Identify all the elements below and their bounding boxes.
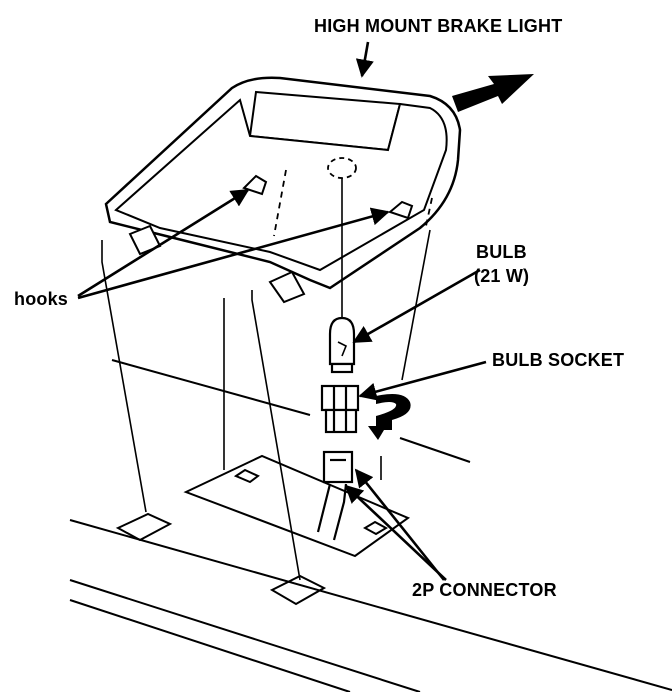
bulb-label: BULB — [476, 242, 527, 262]
hooks-leader-right — [77, 207, 390, 300]
connector-label: 2P CONNECTOR — [412, 580, 557, 600]
bulb — [328, 316, 356, 374]
socket-leader — [358, 360, 487, 401]
hooks-label: hooks — [14, 289, 69, 309]
bulb-leader — [352, 268, 481, 344]
brake-light-housing — [104, 76, 462, 304]
bulb-wattage-label: (21 W) — [474, 266, 530, 286]
mounting-plate — [183, 454, 411, 558]
two-pin-connector — [316, 450, 354, 541]
rotation-arrow — [368, 394, 411, 440]
leader-lines — [77, 41, 487, 581]
connector-leader-1 — [354, 468, 446, 581]
title-leader — [355, 41, 374, 78]
title-label: HIGH MOUNT BRAKE LIGHT — [314, 16, 563, 36]
bulb-socket — [320, 384, 360, 434]
view-direction-arrow — [452, 74, 534, 112]
connector-leader-2 — [344, 484, 447, 581]
hooks-leader-left — [77, 188, 250, 298]
rear-shelf — [69, 359, 672, 692]
guide-lines — [101, 178, 431, 581]
bulb-socket-label: BULB SOCKET — [492, 350, 625, 370]
hook-slots — [115, 512, 327, 606]
